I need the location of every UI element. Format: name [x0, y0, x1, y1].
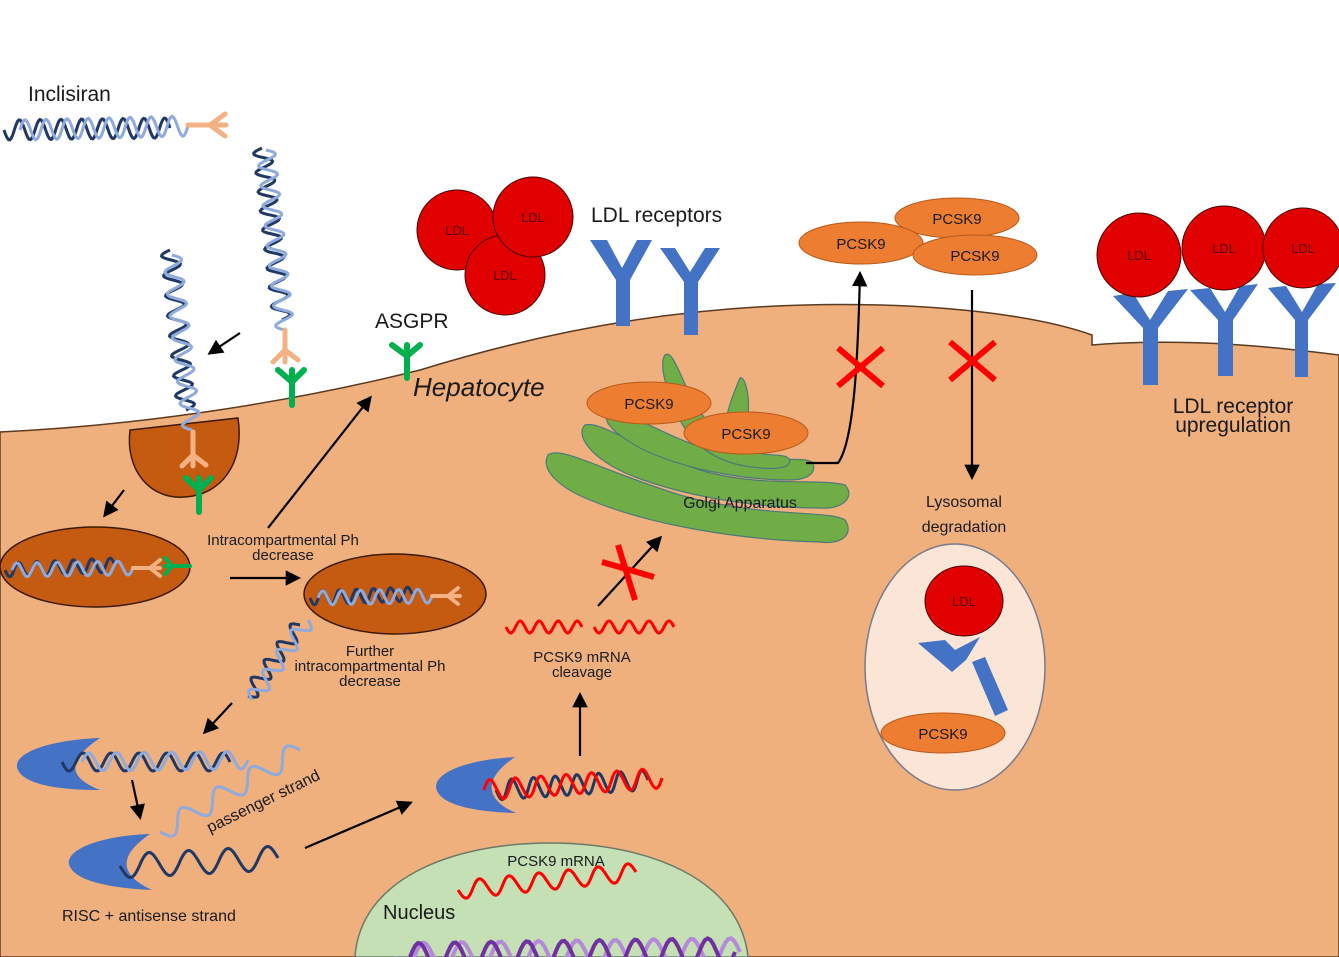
ldl-receptor-icon — [590, 240, 720, 335]
nucleus: PCSK9 mRNA Nucleus — [354, 842, 749, 957]
arrow — [806, 270, 868, 465]
pcsk9-protein: PCSK9 — [880, 712, 1006, 754]
arrow — [129, 779, 145, 821]
intra-ph-label-line2: decrease — [252, 547, 314, 564]
ldl-receptor-upregulation: LDL LDL LDL LDL receptor upregulation — [1096, 205, 1339, 437]
cleaved-pcsk9-mrna: PCSK9 mRNA cleavage — [504, 619, 676, 681]
late-endosome — [303, 553, 487, 635]
further-ph-label-line2: intracompartmental Ph — [295, 658, 446, 675]
upregulation-label-line1: LDL receptor — [1173, 395, 1294, 418]
further-ph-label-line3: decrease — [339, 673, 401, 690]
cleavage-label-line2: cleavage — [552, 664, 612, 681]
pcsk9-protein: PCSK9 — [912, 234, 1038, 276]
pcsk9-protein: PCSK9 — [798, 221, 924, 265]
asgpr-label: ASGPR — [375, 310, 449, 333]
endocytosis-vesicle — [128, 248, 240, 515]
further-ph-label-line1: Further — [346, 643, 394, 660]
hepatocyte-cytoplasm — [0, 303, 1339, 957]
asgpr-receptor-icon — [183, 475, 214, 515]
risc-mrna-complex — [436, 757, 664, 813]
ldl-label: LDL — [493, 268, 517, 283]
ldl-particle: LDL — [1096, 212, 1182, 298]
pcsk9-protein: PCSK9 — [683, 411, 809, 455]
ldl-particle: LDL — [492, 176, 574, 258]
ldl-label: LDL — [445, 223, 469, 238]
pcsk9-label: PCSK9 — [950, 248, 999, 265]
pcsk9-label: PCSK9 — [836, 236, 885, 253]
released-duplex-light — [247, 619, 313, 701]
nucleus-pcsk9-mrna — [456, 862, 638, 900]
galnac-ligand-icon — [270, 327, 301, 365]
ldl-receptors-label: LDL receptors — [591, 204, 722, 227]
intra-ph-label-line1: Intracompartmental Ph — [207, 532, 359, 549]
dna-strand-dark — [408, 936, 737, 957]
ldl-particle: LDL — [1262, 207, 1339, 289]
lysosomal-label-line1: Lysosomal — [926, 494, 1002, 511]
pcsk9-protein: PCSK9 — [894, 197, 1020, 239]
asgpr-receptor-icon — [163, 556, 192, 576]
ldl-label: LDL — [1212, 241, 1236, 256]
early-endosome — [0, 526, 192, 608]
arrow — [202, 702, 233, 735]
pcsk9-label: PCSK9 — [624, 396, 673, 413]
ldl-label: LDL — [1291, 241, 1315, 256]
asgpr-receptor-icon — [275, 367, 307, 408]
asgpr-receptor-icon — [389, 342, 423, 381]
pcsk9-label: PCSK9 — [932, 211, 981, 228]
arrow — [103, 489, 125, 518]
galnac-ligand-icon — [131, 558, 162, 578]
arrow — [267, 395, 372, 529]
asgpr-receptor: ASGPR — [375, 310, 449, 381]
arrow — [207, 332, 241, 355]
lysosome: LDL PCSK9 — [864, 543, 1046, 791]
lysosomal-label-line2: degradation — [922, 519, 1007, 536]
hepatocyte-label: Hepatocyte — [413, 372, 545, 402]
pcsk9-protein: PCSK9 — [586, 381, 712, 425]
pcsk9-label: PCSK9 — [918, 726, 967, 743]
broken-ldl-receptor-icon — [918, 637, 1008, 716]
risc-icon — [16, 738, 100, 790]
nucleus-pcsk9-mrna-label: PCSK9 mRNA — [507, 853, 605, 870]
ldl-receptor-icon — [1113, 283, 1336, 385]
galnac-ligand-icon — [185, 111, 229, 139]
block-x-icon — [601, 544, 655, 601]
pcsk9-label: PCSK9 — [721, 426, 770, 443]
arrow — [304, 800, 413, 850]
risc-complex-loading — [16, 738, 250, 790]
ldl-particle: LDL — [1181, 205, 1267, 291]
inclisiran-molecule: Inclisiran — [2, 83, 229, 142]
golgi-label: Golgi Apparatus — [683, 495, 797, 512]
inclisiran-binding-asgpr — [251, 146, 307, 408]
inclisiran-label: Inclisiran — [28, 83, 111, 106]
risc-antisense-complex: RISC + antisense strand — [62, 834, 280, 925]
nucleus-label: Nucleus — [383, 902, 455, 924]
pathway-arrows — [103, 270, 980, 850]
galnac-ligand-icon — [430, 586, 462, 606]
galnac-ligand-icon — [179, 429, 209, 469]
block-x-icon — [836, 345, 885, 389]
ldl-label: LDL — [1127, 248, 1151, 263]
ldl-label: LDL — [521, 210, 545, 225]
ldl-label: LDL — [952, 594, 976, 609]
risc-antisense-label: RISC + antisense strand — [62, 908, 236, 925]
ldl-particle: LDL — [924, 565, 1004, 637]
cleavage-label-line1: PCSK9 mRNA — [533, 649, 631, 666]
released-duplex-dark — [247, 622, 301, 699]
upregulation-label-line2: upregulation — [1175, 414, 1291, 437]
risc-icon — [436, 757, 516, 813]
block-x-icon — [948, 339, 997, 383]
